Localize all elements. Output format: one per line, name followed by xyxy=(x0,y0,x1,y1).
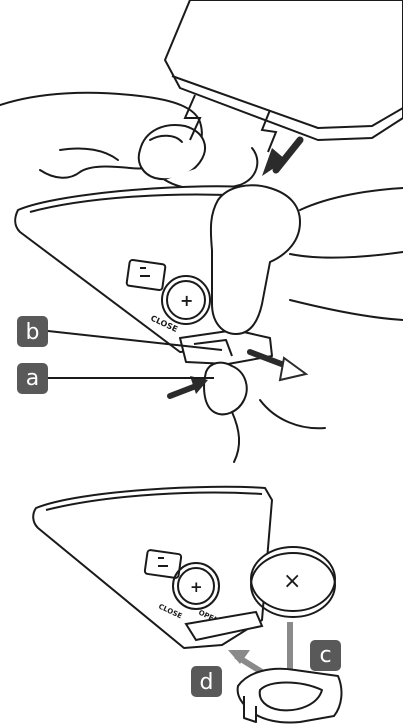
insert-direction-arrow xyxy=(262,140,300,176)
bottom-battery-tray xyxy=(238,669,342,723)
bottom-battery-plus: + xyxy=(190,578,203,596)
pull-direction-arrow xyxy=(250,352,306,380)
battery-cross-mark: × xyxy=(283,569,301,594)
label-d-text: d xyxy=(200,670,214,695)
upper-hand-illustration xyxy=(0,93,257,190)
label-c-text: c xyxy=(319,643,331,668)
label-c: c xyxy=(310,640,341,671)
top-remote-back xyxy=(165,0,403,140)
label-b-text: b xyxy=(26,320,40,345)
middle-battery-plus: + xyxy=(180,291,193,310)
label-d: d xyxy=(191,666,222,697)
label-a-text: a xyxy=(26,366,39,391)
middle-hand-illustration xyxy=(204,185,403,462)
